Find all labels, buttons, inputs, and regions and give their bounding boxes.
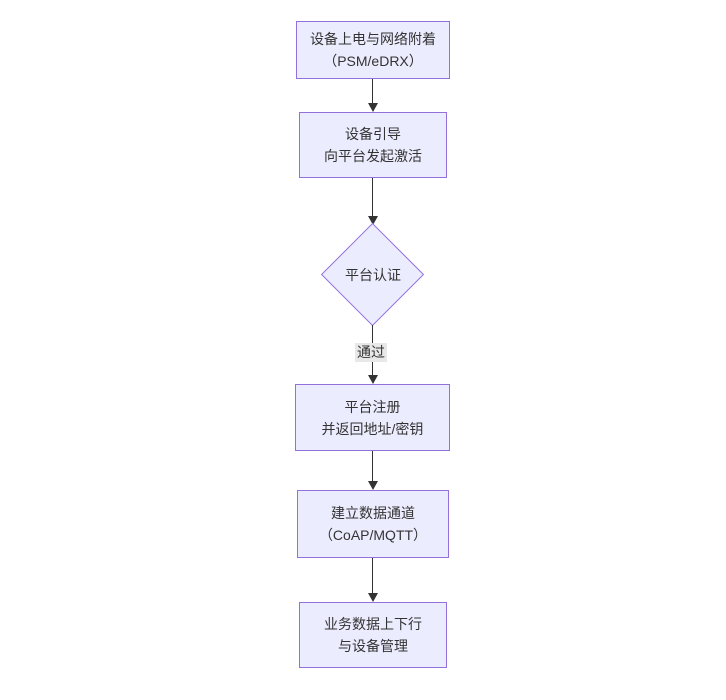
arrow-line	[372, 178, 373, 216]
arrow-head-down-icon	[368, 103, 378, 112]
arrow-line	[372, 79, 373, 104]
node-label-line: （CoAP/MQTT）	[318, 527, 428, 543]
node-label-line: （PSM/eDRX）	[323, 53, 423, 69]
node-label-line: 业务数据上下行	[324, 616, 422, 632]
arrow-line	[372, 451, 373, 481]
flow-node-data-channel: 建立数据通道 （CoAP/MQTT）	[297, 490, 449, 558]
edge-label-pass: 通过	[355, 343, 387, 362]
arrow-line	[372, 558, 373, 593]
flow-node-power-on-attach: 设备上电与网络附着 （PSM/eDRX）	[296, 21, 450, 79]
node-label-line: 设备上电与网络附着	[310, 31, 436, 47]
arrow-head-down-icon	[368, 481, 378, 490]
flow-node-business-data-mgmt: 业务数据上下行 与设备管理	[299, 602, 447, 668]
node-label-line: 与设备管理	[338, 638, 408, 654]
flow-node-device-bootstrap: 设备引导 向平台发起激活	[299, 112, 447, 178]
node-label-line: 并返回地址/密钥	[321, 420, 424, 437]
node-label-line: 平台注册	[344, 398, 401, 415]
arrow-head-down-icon	[368, 593, 378, 602]
node-label-line: 设备引导	[345, 126, 401, 142]
arrow-head-down-icon	[368, 216, 378, 225]
node-label-line: 平台认证	[345, 267, 401, 283]
flow-node-platform-register: 平台注册 并返回地址/密钥	[295, 384, 450, 451]
node-label-line: 建立数据通道	[331, 505, 415, 521]
node-label-line: 向平台发起激活	[324, 148, 422, 164]
arrow-head-down-icon	[368, 375, 378, 384]
